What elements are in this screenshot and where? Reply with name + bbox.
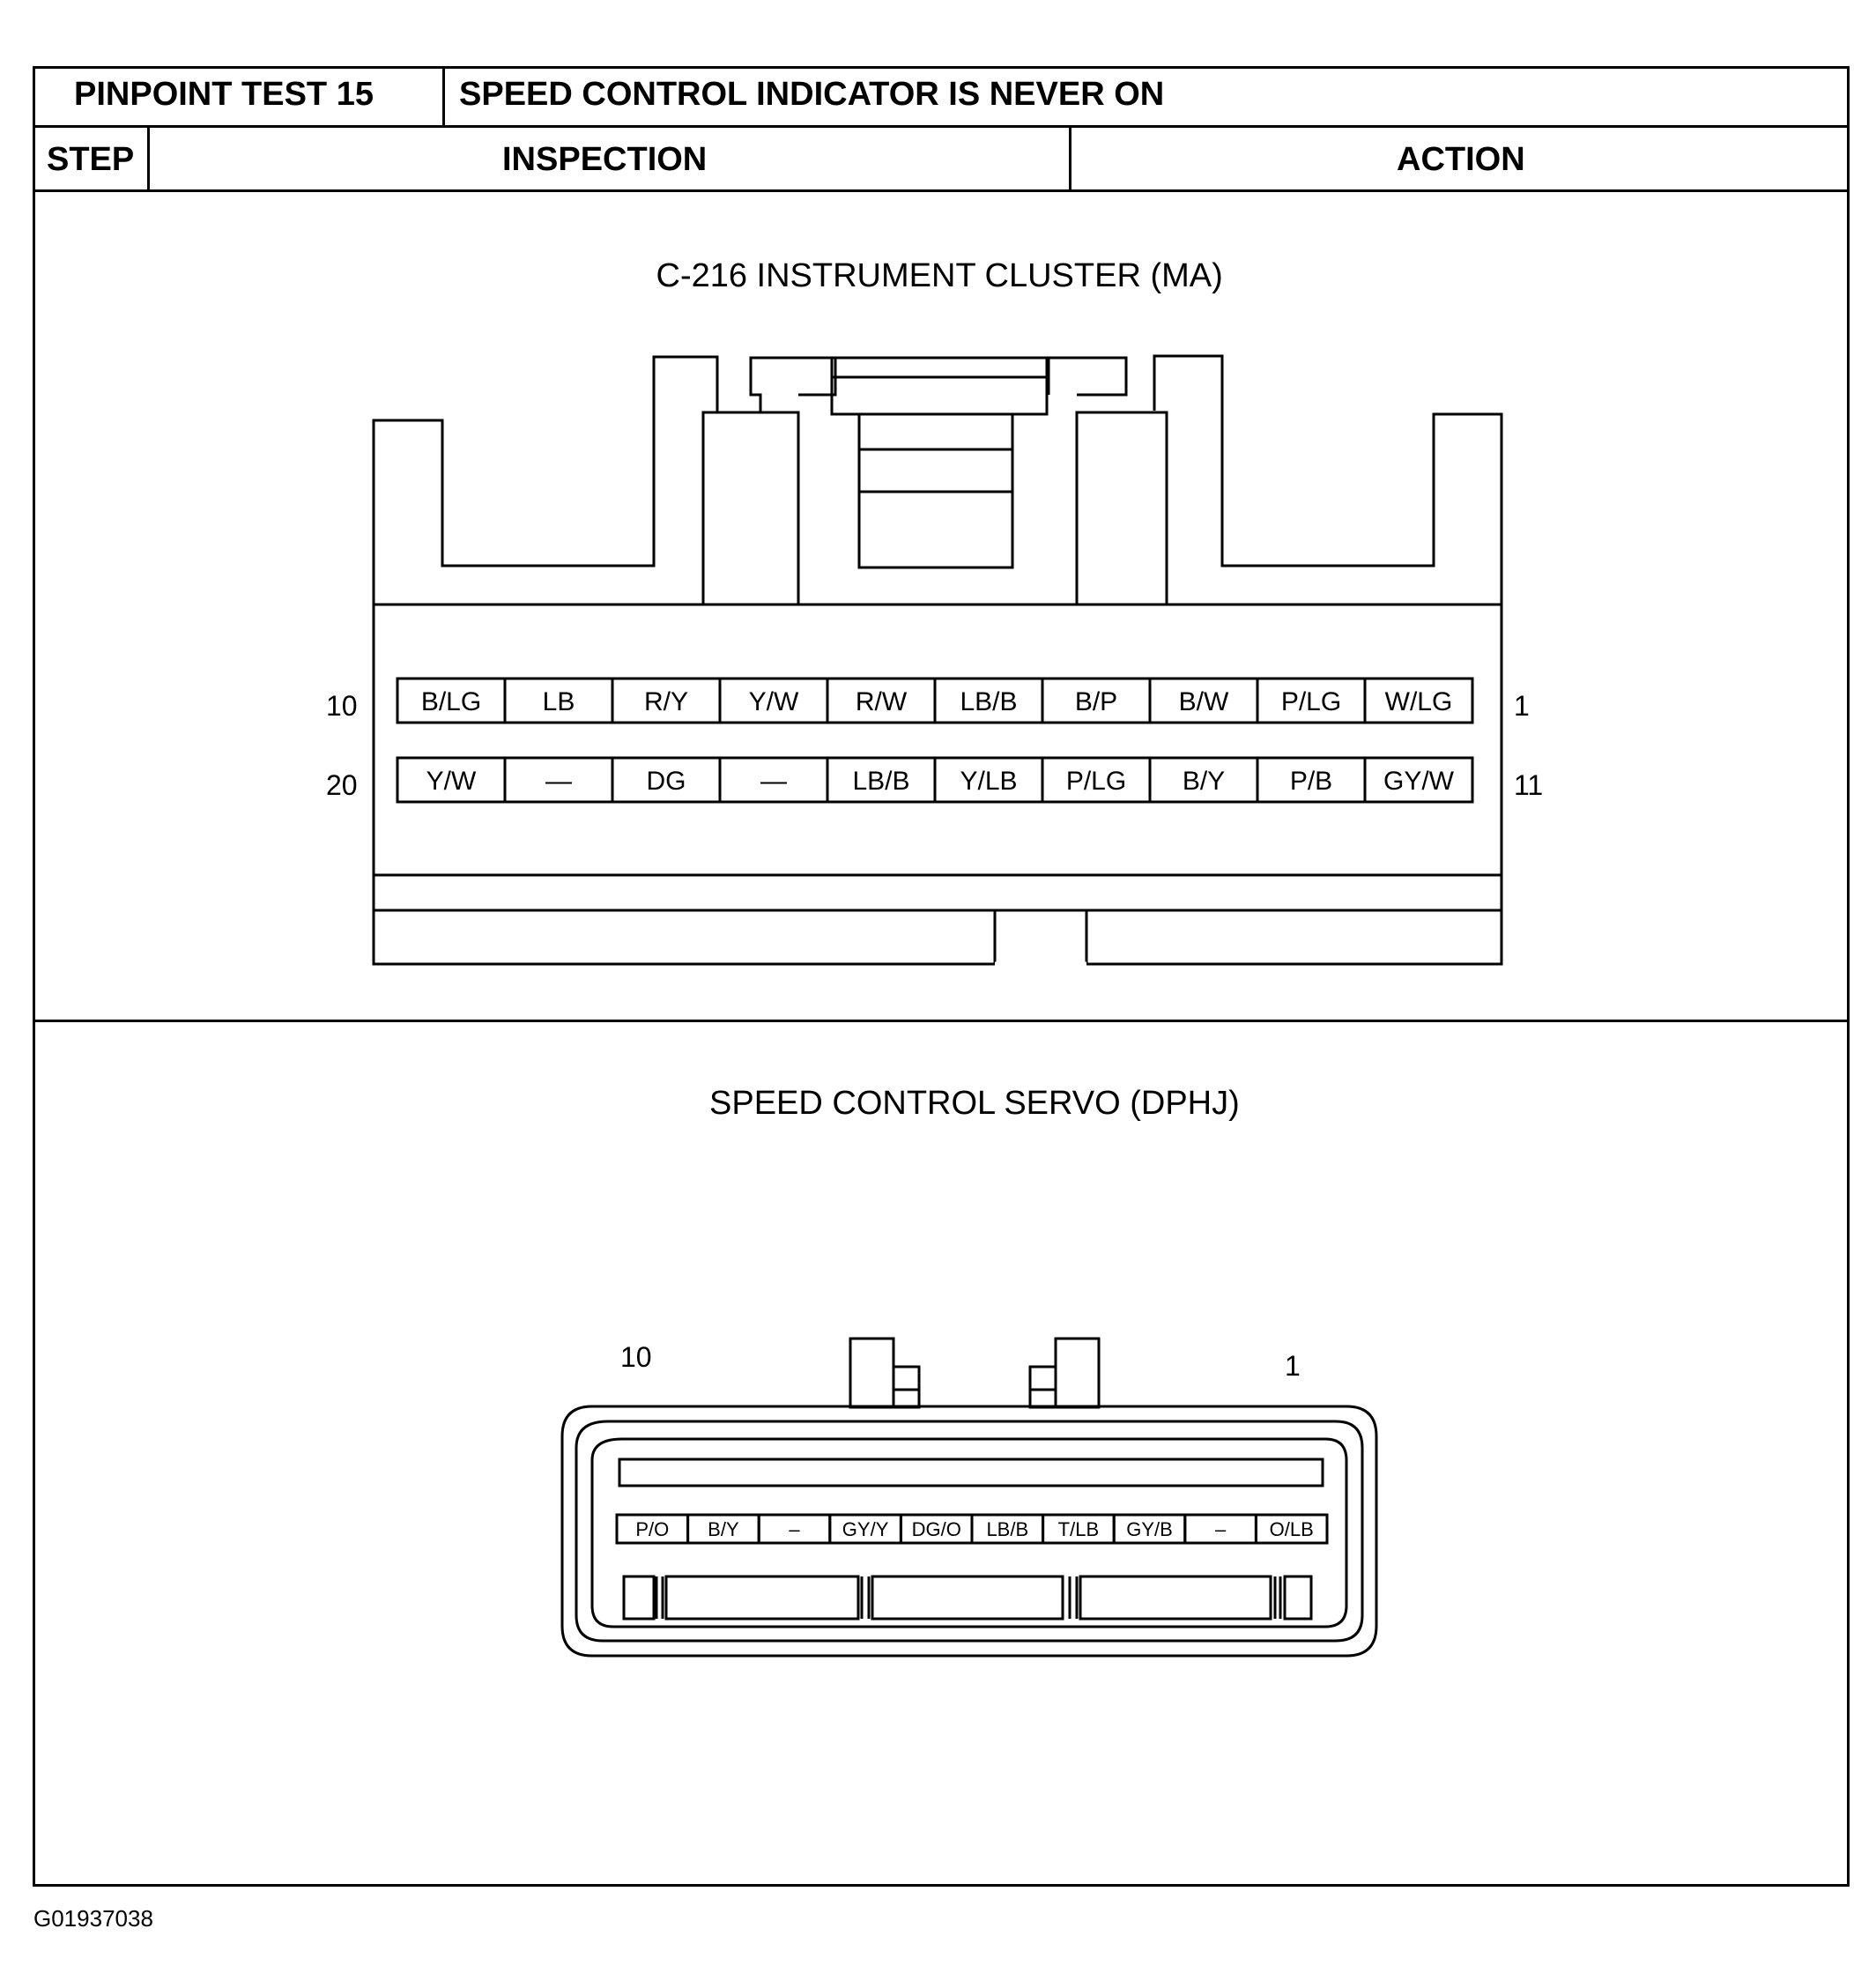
header-row2-divider bbox=[33, 189, 1850, 192]
cluster-pin-20-label: 20 bbox=[326, 769, 358, 801]
cluster-row2-pin-wire-label: LB/B bbox=[852, 767, 909, 796]
outer-frame bbox=[33, 66, 1850, 1887]
column-inspection: INSPECTION bbox=[502, 141, 708, 178]
cluster-row1-pin-wire-label: LB bbox=[543, 687, 575, 716]
servo-pin-wire-label: DG/O bbox=[912, 1518, 961, 1540]
header-step-separator bbox=[147, 125, 150, 191]
servo-pin-10-label: 10 bbox=[620, 1341, 652, 1373]
servo-pin-cell bbox=[1254, 1513, 1329, 1545]
servo-pin-wire-label: P/O bbox=[635, 1518, 669, 1540]
servo-pin-row: P/O B/Y – GY/Y DG/O LB/B T/LB GY/B – O/LB bbox=[615, 1513, 1329, 1545]
cluster-row2-pin-wire-label: P/LG bbox=[1066, 767, 1126, 796]
cluster-row2-pin-wire-label: Y/W bbox=[426, 767, 477, 796]
header-row1-separator bbox=[442, 66, 445, 127]
servo-pin-wire-label: – bbox=[789, 1518, 800, 1540]
servo-pin-wire-label: LB/B bbox=[986, 1518, 1028, 1540]
cluster-connector-housing bbox=[372, 354, 1503, 967]
servo-pin-wire-label: T/LB bbox=[1058, 1518, 1099, 1540]
cluster-row2-pin-cell bbox=[1363, 756, 1474, 804]
cluster-row1-pin-wire-label: LB/B bbox=[960, 687, 1017, 716]
servo-pin-wire-label: GY/Y bbox=[842, 1518, 889, 1540]
cluster-row2-pin-wire-label: — bbox=[760, 767, 787, 796]
cluster-row2-pin-wire-label: Y/LB bbox=[960, 767, 1017, 796]
servo-pin-wire-label: B/Y bbox=[708, 1518, 739, 1540]
cluster-row1-pin-wire-label: R/Y bbox=[644, 687, 688, 716]
cluster-row2-pin-wire-label: B/Y bbox=[1183, 767, 1225, 796]
cluster-row1-pin-wire-label: Y/W bbox=[749, 687, 799, 716]
servo-pin-1-label: 1 bbox=[1285, 1350, 1301, 1382]
header-row1-divider bbox=[33, 125, 1850, 128]
cluster-row2-pin-wire-label: P/B bbox=[1290, 767, 1332, 796]
column-step: STEP bbox=[47, 141, 135, 178]
cluster-pin-11-label: 11 bbox=[1514, 769, 1543, 801]
cluster-pin-row-2: Y/W — DG — LB/B Y/LB P/LG B/Y P/B GY/W bbox=[396, 756, 1474, 804]
pinpoint-test-title: SPEED CONTROL INDICATOR IS NEVER ON bbox=[459, 76, 1165, 113]
cluster-row1-pin-wire-label: P/LG bbox=[1281, 687, 1341, 716]
cluster-row2-pin-wire-label: GY/W bbox=[1383, 767, 1455, 796]
cluster-row2-pin-wire-label: — bbox=[545, 767, 572, 796]
cluster-row1-pin-wire-label: W/LG bbox=[1385, 687, 1453, 716]
servo-pin-wire-label: GY/B bbox=[1126, 1518, 1173, 1540]
cluster-pin-row-1: B/LG LB R/Y Y/W R/W LB/B B/P B/W P/LG W/LG bbox=[396, 677, 1474, 724]
cluster-row1-pin-wire-label: B/P bbox=[1075, 687, 1117, 716]
servo-pin-wire-label: O/LB bbox=[1270, 1518, 1314, 1540]
pinpoint-test-label: PINPOINT TEST 15 bbox=[74, 76, 374, 113]
cluster-pin-1-label: 1 bbox=[1514, 690, 1530, 722]
cluster-row1-pin-wire-label: B/LG bbox=[421, 687, 481, 716]
servo-connector-housing bbox=[560, 1337, 1378, 1658]
servo-pin-wire-label: – bbox=[1215, 1518, 1227, 1540]
cluster-pin-10-label: 10 bbox=[326, 690, 358, 722]
cluster-row2-pin-wire-label: DG bbox=[647, 767, 686, 796]
cluster-row1-pin-wire-label: B/W bbox=[1179, 687, 1229, 716]
column-action: ACTION bbox=[1397, 141, 1525, 178]
diagram-section-divider bbox=[33, 1020, 1850, 1022]
figure-code: G01937038 bbox=[33, 1905, 153, 1932]
cluster-row1-pin-cell bbox=[1363, 677, 1474, 724]
cluster-connector-title: C-216 INSTRUMENT CLUSTER (MA) bbox=[656, 257, 1223, 294]
header-action-separator bbox=[1069, 125, 1071, 191]
cluster-row1-pin-wire-label: R/W bbox=[856, 687, 908, 716]
servo-connector-title: SPEED CONTROL SERVO (DPHJ) bbox=[709, 1085, 1240, 1122]
